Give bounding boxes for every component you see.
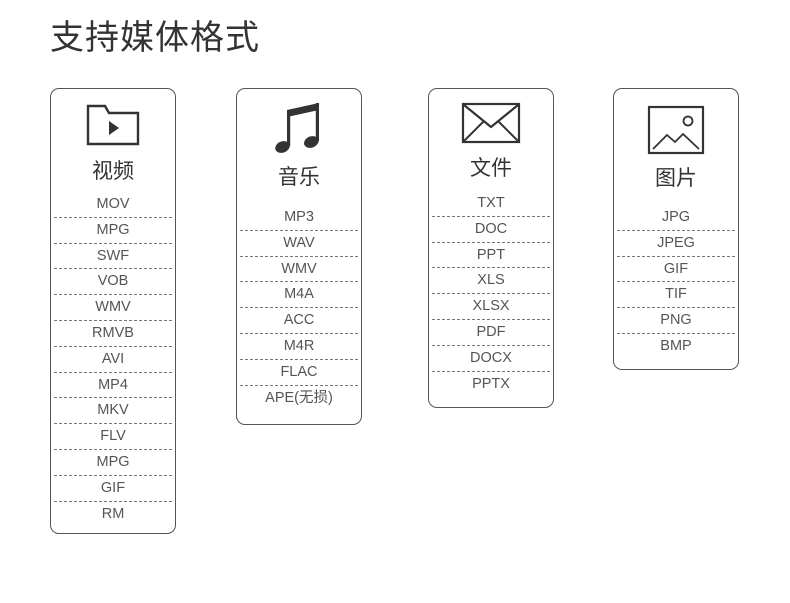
format-item: GIF	[617, 257, 735, 283]
format-item: MP3	[240, 205, 358, 231]
video-folder-icon	[51, 101, 175, 151]
format-list-picture: JPG JPEG GIF TIF PNG BMP	[614, 205, 738, 360]
format-item: TIF	[617, 282, 735, 309]
format-item: GIF	[54, 476, 172, 502]
format-item: RM	[101, 505, 125, 522]
format-item: WMV	[54, 295, 172, 321]
card-video: 视频 MOV MPG SWF VOB WMV RMVB AVI MP4 MKV …	[50, 88, 176, 534]
format-item: JPEG	[617, 231, 735, 257]
format-item: MP4	[54, 373, 172, 399]
picture-icon	[614, 105, 738, 159]
card-title-video: 视频	[92, 159, 134, 183]
format-item: DOCX	[432, 346, 550, 372]
format-item: PNG	[617, 308, 735, 334]
format-item: WAV	[240, 231, 358, 257]
format-item: SWF	[54, 244, 172, 270]
format-list-music: MP3 WAV WMV M4A ACC M4R FLAC APE(无损)	[237, 205, 361, 411]
page-title: 支持媒体格式	[50, 18, 260, 58]
format-item: DOC	[432, 217, 550, 243]
format-item: M4A	[240, 282, 358, 309]
format-item: VOB	[54, 269, 172, 296]
format-item: M4R	[240, 334, 358, 360]
format-list-video: MOV MPG SWF VOB WMV RMVB AVI MP4 MKV FLV…	[51, 192, 175, 527]
envelope-icon	[429, 102, 553, 148]
format-item: JPG	[617, 205, 735, 231]
card-title-picture: 图片	[655, 166, 697, 190]
format-item: PPT	[432, 243, 550, 269]
format-item: ACC	[240, 308, 358, 334]
format-item: AVI	[54, 347, 172, 373]
card-document: 文件 TXT DOC PPT XLS XLSX PDF DOCX PPTX	[428, 88, 554, 408]
format-item: RMVB	[54, 321, 172, 347]
format-item: APE(无损)	[265, 389, 333, 406]
music-note-icon	[237, 98, 361, 160]
format-item: FLAC	[240, 360, 358, 386]
card-title-music: 音乐	[278, 165, 320, 189]
format-item: MPG	[54, 450, 172, 476]
format-list-document: TXT DOC PPT XLS XLSX PDF DOCX PPTX	[429, 191, 553, 397]
format-item: FLV	[54, 424, 172, 450]
format-item: MOV	[54, 192, 172, 218]
format-item: XLS	[432, 268, 550, 295]
card-picture: 图片 JPG JPEG GIF TIF PNG BMP	[613, 88, 739, 370]
format-item: PDF	[432, 320, 550, 346]
format-item: MPG	[54, 218, 172, 244]
format-item: PPTX	[472, 375, 510, 392]
format-item: WMV	[240, 257, 358, 283]
format-item: BMP	[660, 337, 692, 354]
format-item: TXT	[432, 191, 550, 217]
card-title-document: 文件	[470, 156, 512, 180]
format-item: MKV	[54, 398, 172, 425]
card-music: 音乐 MP3 WAV WMV M4A ACC M4R FLAC APE(无损)	[236, 88, 362, 425]
format-item: XLSX	[432, 294, 550, 320]
